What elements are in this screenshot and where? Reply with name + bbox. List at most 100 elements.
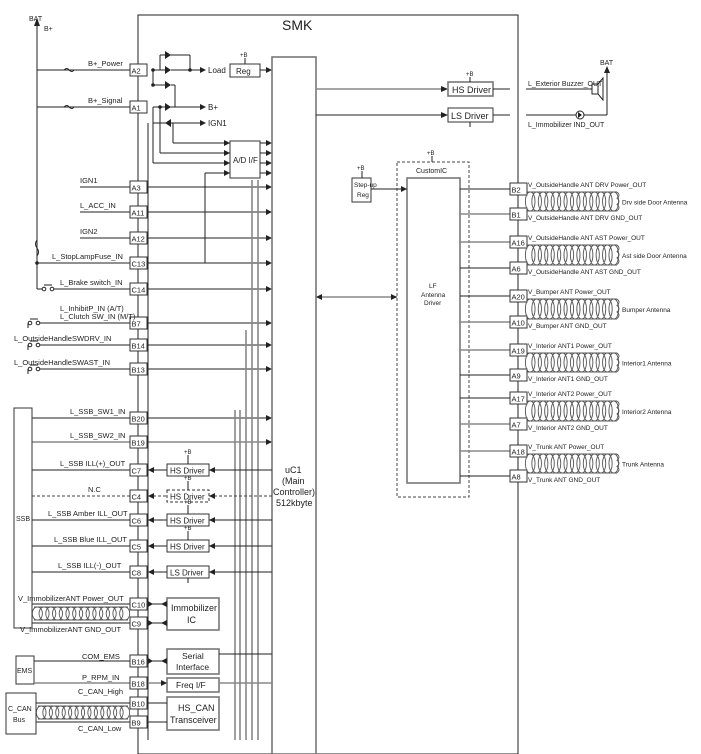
diode-icon	[165, 103, 171, 111]
signal-label: L_SSB ILL(-)_OUT	[58, 561, 122, 570]
connector-pin	[129, 316, 148, 330]
switch-icon	[27, 320, 33, 326]
svg-text:C_CAN: C_CAN	[8, 706, 32, 713]
connector-pin	[129, 565, 148, 579]
svg-text:A/D I/F: A/D I/F	[233, 156, 258, 165]
signal-arrow-icon	[266, 366, 272, 372]
signal-label: IGN2	[80, 227, 98, 236]
switch-icon	[41, 286, 47, 292]
connector-pin	[129, 63, 148, 77]
signal-label: N.C	[88, 485, 102, 494]
signal-arrow-icon	[266, 286, 272, 292]
antenna-power-signal: V_Interior ANT2 Power_OUT	[528, 391, 612, 398]
diode-icon	[165, 51, 171, 59]
svg-text:Transceiver: Transceiver	[170, 715, 217, 725]
svg-text:LS Driver: LS Driver	[451, 111, 489, 121]
svg-text:Serial: Serial	[182, 651, 204, 661]
driver-label: HS Driver	[170, 493, 205, 502]
antenna-gnd-signal: V_Interior ANT2 GND_OUT	[528, 425, 608, 432]
connector-pin	[129, 654, 148, 668]
connector-pin	[509, 182, 528, 196]
connector-pin-label: A18	[512, 448, 525, 457]
signal-arrow-icon	[266, 320, 272, 326]
module-title: SMK	[282, 17, 313, 33]
svg-text:+B: +B	[357, 166, 365, 172]
right-output-section: HS Driver +B LS Driver BAT L_Exterior Bu…	[316, 60, 614, 129]
connector-pin-label: A16	[512, 239, 525, 248]
connector-pin	[129, 231, 148, 245]
signal-arrow-icon	[209, 569, 215, 575]
svg-text:SSB: SSB	[16, 516, 30, 523]
svg-text:Driver: Driver	[424, 300, 442, 307]
connector-pin-label: B19	[132, 439, 145, 448]
ssb-module	[13, 407, 33, 629]
antenna-coil-icon	[524, 453, 620, 474]
signal-arrow-icon	[266, 184, 272, 190]
svg-text:CustomIC: CustomIC	[416, 168, 447, 175]
plus-b-label: +B	[184, 450, 192, 456]
antenna-name: Trunk Antenna	[622, 462, 664, 469]
signal-arrow-icon	[266, 342, 272, 348]
svg-text:Immobilizer: Immobilizer	[171, 603, 217, 613]
connector-pin-label: A9	[512, 372, 521, 381]
connector-pin	[509, 235, 528, 249]
connector-pin	[509, 315, 528, 329]
signal-label: L_SSB_SW1_IN	[70, 407, 125, 416]
connector-pin-label: A6	[512, 265, 521, 274]
signal-label: L_Clutch SW_IN (M/T)	[60, 312, 136, 321]
antenna-coil-icon	[524, 400, 620, 422]
connector-pin	[129, 676, 148, 690]
connector-pin	[129, 205, 148, 219]
antenna-coil-icon	[35, 705, 131, 720]
signal-arrow-icon	[209, 543, 215, 549]
signal-arrow-icon	[148, 543, 154, 549]
plus-b-label: +B	[184, 500, 192, 506]
connector-pin-label: C5	[132, 543, 142, 552]
custom-ic-section: CustomIC +B LF Antenna Driver Step-up Re…	[316, 151, 470, 498]
connector-pin-label: A17	[512, 395, 525, 404]
driver-label: HS Driver	[170, 467, 205, 476]
antenna-gnd-signal: V_Bumper ANT GND_OUT	[528, 323, 607, 330]
svg-text:Controller): Controller)	[273, 487, 315, 497]
antenna-coil-icon	[524, 191, 620, 212]
svg-text:LF: LF	[429, 283, 437, 290]
signal-label: L_ACC_IN	[80, 201, 116, 210]
connector-pin-label: B9	[132, 719, 141, 728]
can-transceiver-box	[166, 696, 220, 731]
connector-pin	[129, 411, 148, 425]
antenna-gnd-signal: V_OutsideHandle ANT AST GND_OUT	[528, 269, 641, 276]
signal-label: B+_Power	[88, 59, 123, 68]
connector-pin	[509, 368, 528, 382]
connector-pin	[129, 489, 148, 503]
signal-label: L_StopLampFuse_IN	[52, 252, 123, 261]
connector-pin-label: A1	[132, 104, 141, 113]
power-section: Load B+ IGN1 Reg +B A/D I/F	[147, 51, 272, 740]
antenna-power-signal: V_Bumper ANT Power_OUT	[528, 289, 611, 296]
antenna-power-signal: V_OutsideHandle ANT DRV Power_OUT	[528, 182, 646, 189]
plus-b-label: +B	[184, 476, 192, 482]
signal-arrow-icon	[266, 415, 272, 421]
svg-text:Bus: Bus	[13, 717, 26, 724]
connector-pin	[129, 282, 148, 296]
svg-text:Freq I/F: Freq I/F	[176, 680, 206, 690]
connector-pin-label: A20	[512, 293, 525, 302]
antenna-power-signal: V_Interior ANT1 Power_OUT	[528, 343, 612, 350]
connector-pin-label: C6	[132, 517, 142, 526]
svg-text:HS_CAN: HS_CAN	[178, 703, 215, 713]
switch-icon	[27, 366, 33, 372]
connector-pin	[129, 696, 148, 710]
bplus-label: B+	[44, 26, 53, 33]
smk-module-frame	[137, 14, 519, 754]
connector-pin	[129, 513, 148, 527]
svg-text:P_RPM_IN: P_RPM_IN	[82, 673, 120, 682]
